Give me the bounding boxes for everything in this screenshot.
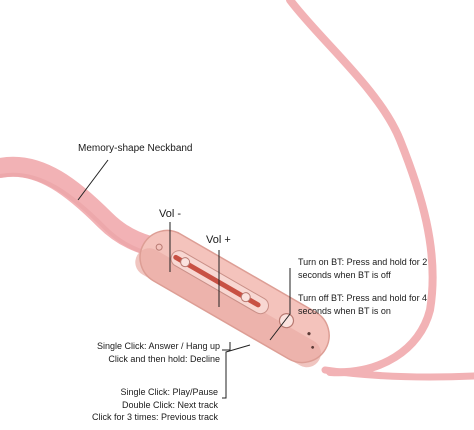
bt-on-line-1: Turn on BT: Press and hold for 2	[298, 257, 428, 267]
call-line-1: Single Click: Answer / Hang up	[96, 341, 220, 351]
neckband-cable	[0, 156, 160, 256]
neckband-cable-shade	[0, 172, 151, 256]
bt-on-label: Turn on BT: Press and hold for 2 seconds…	[298, 256, 427, 281]
leader-play	[222, 344, 251, 399]
play-line-1: Single Click: Play/Pause	[120, 387, 218, 397]
leader-call	[222, 342, 231, 351]
leader-lines	[77, 159, 291, 399]
play-line-2: Double Click: Next track	[121, 399, 218, 410]
neckband-label: Memory-shape Neckband	[78, 143, 193, 154]
bt-off-line-1: Turn off BT: Press and hold for 4	[298, 293, 428, 303]
call-line-2: Click and then hold: Decline	[108, 353, 220, 364]
earbud-cable-right	[321, 366, 474, 381]
play-line-3: Click for 3 times: Previous track	[91, 412, 218, 422]
earbud-cable	[286, 0, 437, 377]
leader-neckband	[77, 159, 109, 201]
vol-plus-label: Vol +	[206, 234, 231, 246]
vol-minus-label: Vol -	[159, 208, 182, 220]
play-label: Single Click: Play/Pause Double Click: N…	[88, 386, 218, 424]
call-label: Single Click: Answer / Hang up Click and…	[90, 340, 220, 365]
bt-off-line-2: seconds when BT is on	[298, 305, 391, 316]
bt-on-line-2: seconds when BT is off	[298, 269, 391, 280]
bt-off-label: Turn off BT: Press and hold for 4 second…	[298, 292, 427, 317]
control-housing	[135, 229, 330, 368]
leader-bt	[269, 268, 291, 341]
